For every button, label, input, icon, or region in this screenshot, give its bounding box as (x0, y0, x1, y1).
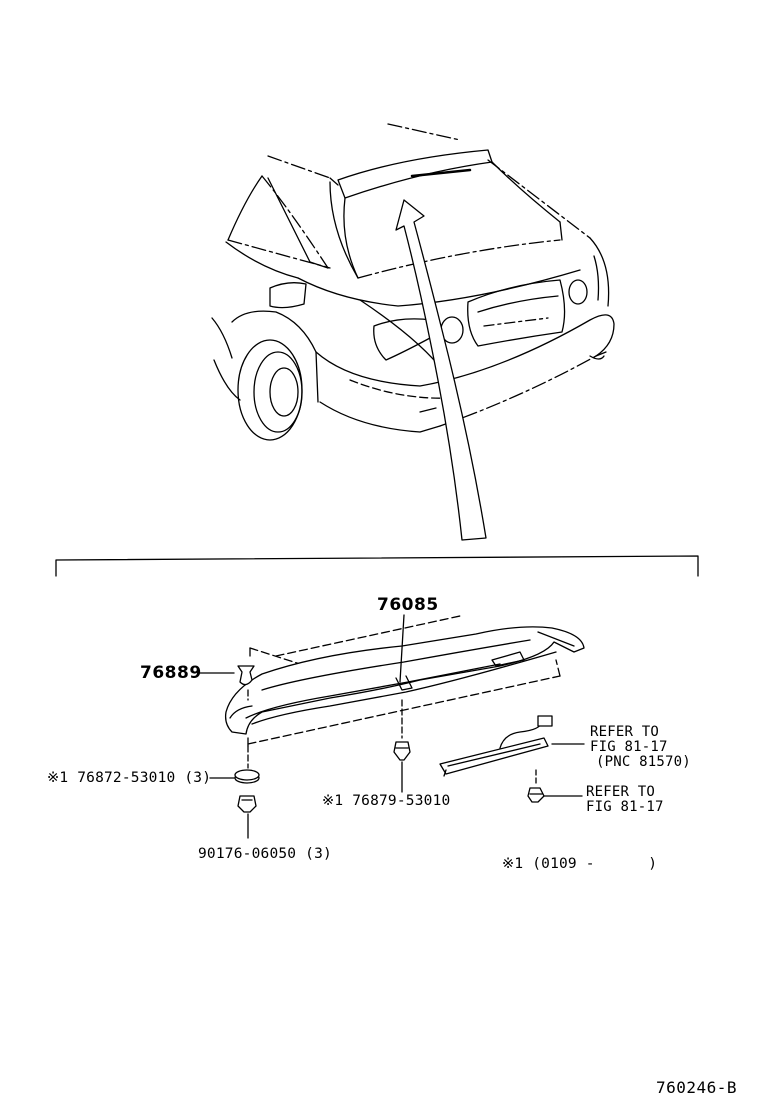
footnote: ※1 (0109 - ) (502, 856, 658, 872)
refer-lamp-line3: (PNC 81570) (596, 754, 691, 770)
grommet (394, 700, 410, 792)
leader-spoiler (400, 615, 404, 682)
vehicle-rear-view (212, 124, 614, 540)
refer-screw-line1: REFER TO (586, 784, 656, 800)
refer-screw-note: REFER TO FIG 81-17 (586, 785, 664, 815)
refer-lamp-note: REFER TO FIG 81-17 (PNC 81570) (590, 725, 691, 770)
refer-screw-line2: FIG 81-17 (586, 799, 664, 815)
screw (528, 770, 582, 802)
nut (238, 796, 256, 838)
label-washer-part: ※1 76872-53010 (3) (47, 770, 212, 786)
clip-fastener (198, 666, 254, 700)
label-spoiler-part: 76085 (377, 595, 439, 615)
spoiler-part (226, 616, 584, 746)
drawing-number: 760246-B (656, 1078, 738, 1097)
section-bracket (56, 556, 698, 576)
stop-lamp (440, 716, 584, 776)
refer-lamp-line1: REFER TO (590, 724, 660, 740)
label-grommet-part: ※1 76879-53010 (322, 793, 451, 809)
label-clip-part: 76889 (140, 663, 202, 683)
washer (210, 746, 259, 783)
label-nut-part: 90176-06050 (3) (198, 846, 332, 862)
refer-lamp-line2: FIG 81-17 (590, 739, 668, 755)
